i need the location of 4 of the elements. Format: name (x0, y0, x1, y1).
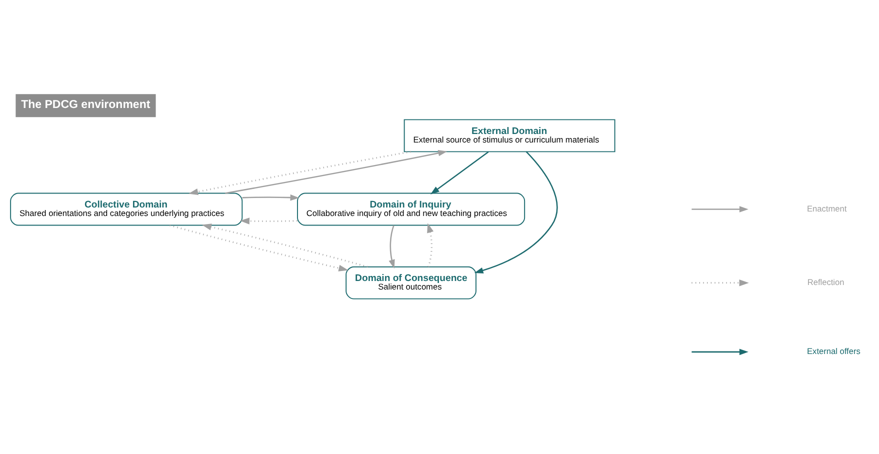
legend-label: External offers (807, 346, 860, 356)
legend-label: Reflection (807, 276, 844, 287)
legend-label: Enactment (807, 202, 847, 213)
diagram-title: The PDCG environment (21, 98, 150, 110)
